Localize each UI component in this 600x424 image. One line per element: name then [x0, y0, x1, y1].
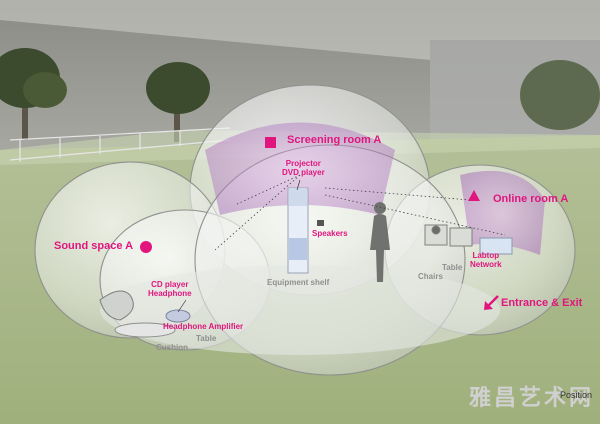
online-room-triangle-marker — [468, 190, 480, 201]
tree-right — [520, 60, 600, 130]
fence — [9, 127, 231, 162]
chairs-area — [424, 224, 473, 247]
table-left-label: Table — [196, 334, 217, 343]
chairs-label: Chairs — [418, 272, 443, 281]
online-room-label: Online room A — [493, 193, 569, 205]
cd-player-text: CD player — [151, 280, 189, 289]
screening-room-volume — [205, 122, 395, 215]
position-caption: Position — [559, 390, 592, 400]
labtop-network-label: Labtop Network — [470, 251, 502, 269]
sound-space-circle-marker — [140, 241, 152, 253]
watermark-logo: 雅昌艺术网 — [468, 386, 594, 411]
table-right-label: Table — [442, 263, 463, 272]
entrance-arrow-icon — [484, 295, 499, 310]
lounge-chair — [99, 290, 134, 321]
screening-room-label: Screening room A — [287, 134, 382, 146]
interior-floor — [100, 265, 500, 355]
projector-label: Projector DVD player — [282, 159, 325, 177]
equipment-shelf-label: Equipment shelf — [267, 278, 330, 287]
cd-player-label: CD player Headphone — [148, 280, 192, 298]
equipment-shelf-column — [287, 187, 309, 274]
headphone-text: Headphone — [148, 289, 192, 298]
cd-player-stand — [165, 309, 191, 323]
screening-room-square-marker — [265, 137, 276, 148]
tree-left — [0, 48, 67, 140]
headphone-amplifier-label: Headphone Amplifier — [163, 322, 244, 331]
sound-space-label: Sound space A — [54, 240, 134, 252]
tree-middle — [146, 62, 210, 142]
dvd-player-text: DVD player — [282, 168, 325, 177]
cushion-label: Cushion — [156, 343, 188, 352]
leader-lines — [177, 179, 301, 313]
network-text: Network — [470, 260, 502, 269]
laptop-desk — [479, 237, 513, 255]
projection-lines — [214, 174, 506, 251]
person-silhouette — [370, 202, 390, 282]
cushion-shape — [114, 322, 176, 338]
speaker-box — [317, 220, 324, 226]
projector-text: Projector — [285, 159, 321, 168]
online-room-volume — [460, 170, 545, 255]
speakers-label: Speakers — [312, 229, 348, 238]
labtop-text: Labtop — [472, 251, 500, 260]
entrance-exit-label: Entrance & Exit — [501, 297, 583, 309]
